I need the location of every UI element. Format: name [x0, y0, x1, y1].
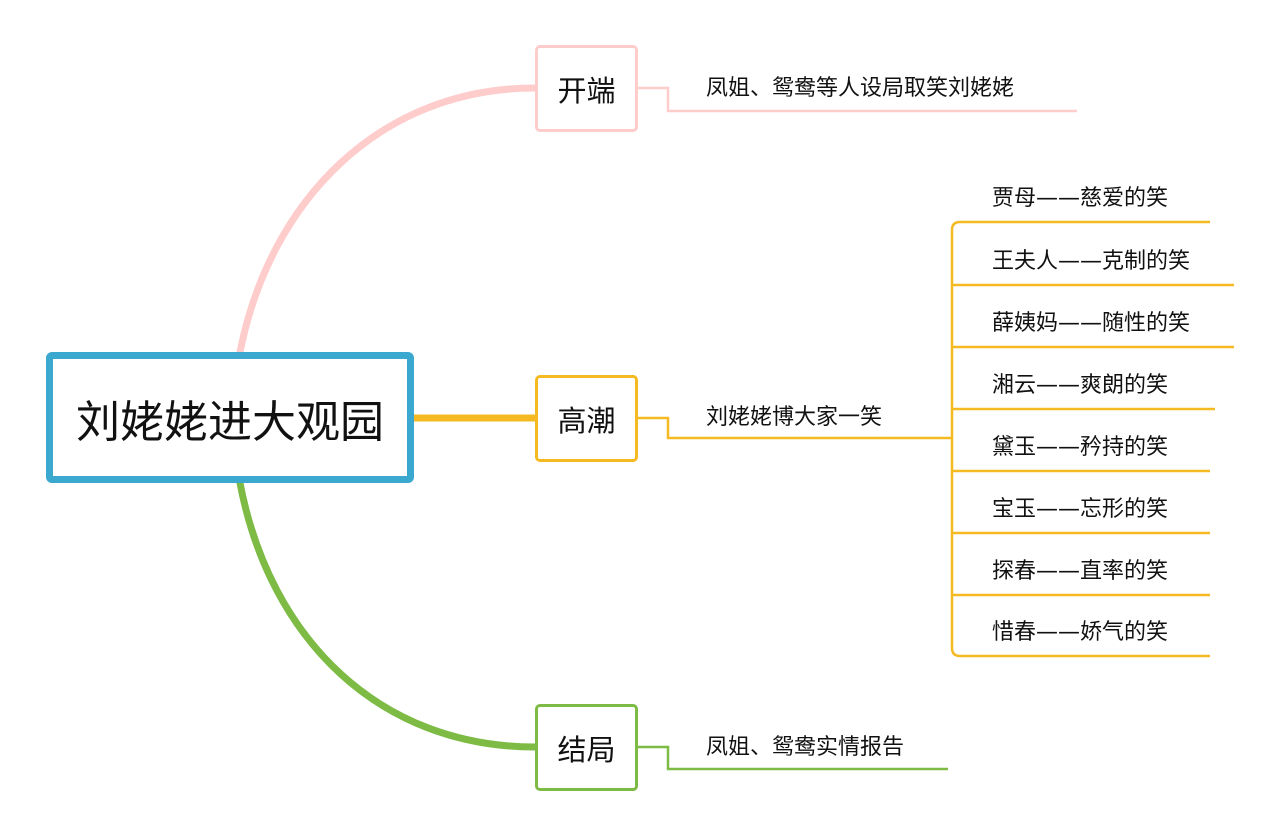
connector-ending-subtopic [638, 745, 948, 771]
main-topic-ending[interactable]: 结局 [535, 704, 638, 791]
leaf-wangfuren[interactable]: 王夫人——克制的笑 [992, 249, 1191, 274]
leaf-jiamu[interactable]: 贾母——慈爱的笑 [992, 186, 1169, 211]
leaf-baoyu[interactable]: 宝玉——忘形的笑 [992, 497, 1169, 522]
subtopic-ending[interactable]: 凤姐、鸳鸯实情报告 [706, 735, 905, 760]
leaf-daiyu[interactable]: 黛玉——矜持的笑 [992, 435, 1169, 460]
leaf-xiangyun[interactable]: 湘云——爽朗的笑 [992, 373, 1169, 398]
connector-central-opening [236, 84, 539, 356]
leaf-xichun[interactable]: 惜春——娇气的笑 [992, 620, 1169, 645]
subtopic-climax[interactable]: 刘姥姥博大家一笑 [706, 405, 883, 430]
leaf-tanchun[interactable]: 探春——直率的笑 [992, 559, 1169, 584]
leaf-xueyima[interactable]: 薛姨妈——随性的笑 [992, 311, 1191, 336]
subtopic-opening[interactable]: 凤姐、鸳鸯等人设局取笑刘姥姥 [706, 76, 1015, 101]
main-topic-opening[interactable]: 开端 [535, 45, 638, 132]
main-topic-climax[interactable]: 高潮 [535, 375, 638, 462]
central-topic[interactable]: 刘姥姥进大观园 [46, 352, 414, 483]
connector-central-ending [236, 479, 539, 751]
connector-opening-subtopic [638, 86, 1077, 113]
connector-climax-subtopic [638, 416, 952, 440]
leaf-bracket [950, 220, 1234, 658]
